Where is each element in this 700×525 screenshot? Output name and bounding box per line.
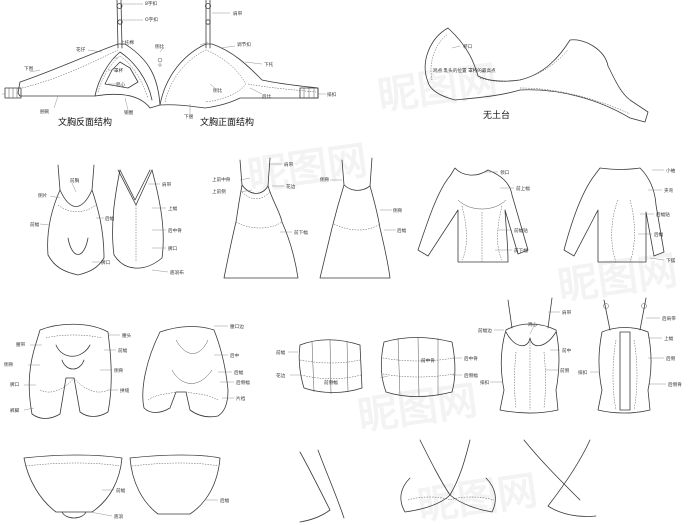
label-cincher-top: 前幅 [276,349,286,356]
label-side-support: 侧比 [213,87,223,94]
watermark: 昵图网 [555,248,680,310]
label-bodysuit-crotch-b: 脾口 [168,245,178,252]
waist-cincher-diagram: 前幅 花边 前侧幅 前中骨 后中骨 后侧幅 [276,336,478,398]
label-slip-lower-front: 前下幅 [294,229,308,236]
label-bodysuit-back-center: 后中骨 [168,227,182,234]
label-shorts-bottom: 脾口 [10,381,20,388]
label-bodysuit-back: 后幅 [105,215,115,222]
label-cincher-side-piece: 后中骨 [464,355,478,362]
label-brief-front: 前幅 [116,487,126,494]
label-corset-strap: 肩带 [562,309,572,316]
label-shorts-side-seam: 侧骨 [4,361,14,368]
label-upper-cup: 上托棉 [120,39,134,46]
partial-bra-sketches [299,439,597,523]
label-bodysuit-strap: 肩带 [162,181,172,188]
label-shorts-waistband: 腰带 [16,342,26,348]
label-top-back-side: 后幅贴 [656,211,670,218]
shaping-shorts-diagram: 腰头 前幅 侧骨 拼缝 腰带 侧骨 脾口 裤脚 腰口边 后中 后幅 后侧幅 片裆 [4,323,250,419]
label-cincher-back-piece: 后侧幅 [464,372,478,379]
watermark: 昵图网 [355,378,480,440]
label-bodysuit-gusset: 底浪布 [170,269,184,276]
label-underwire: 钢圈 [124,109,134,116]
label-cincher-side: 前侧幅 [324,379,338,386]
label-bodysuit-neck: 前胸 [70,177,80,184]
label-corset-back-upper: 上幅 [664,335,674,342]
caption-no-gore: 无土台 [483,109,510,121]
label-top-neck: 领口 [500,169,510,176]
label-corset-back-side: 后侧 [666,355,676,362]
label-corset-front: 前侧 [560,367,570,374]
longsleeve-top-diagram: 领口 前上幅 前幅贴 前下幅 小袖 夹弯 后幅贴 后幅 下摆 [417,167,676,264]
label-shorts-front: 前幅 [118,347,128,354]
watermark-layer: 昵图网 昵图网 昵图网 昵图网 昵图网 [245,58,680,525]
label-shorts-cuff: 裤脚 [10,407,20,414]
label-strap: 肩带 [233,10,243,17]
label-corset-side: 前中 [562,347,572,354]
label-slip-back: 后幅 [397,227,407,234]
label-slip-back-side: 侧骨 [393,207,403,214]
watermark: 昵图网 [375,58,500,120]
label-shorts-stitch: 拼缝 [120,387,130,394]
label-no-gore-cup-edge: 杯口 [463,43,473,50]
label-bodysuit-crotch: 脾口 [101,259,111,266]
label-eye-tape: 排扣 [327,91,337,98]
label-top-lower-back: 后幅 [654,231,664,238]
label-slip-upper-side: 上前侧 [212,188,226,195]
label-corset-cup-upper: 前幅边 [478,327,492,334]
label-top-hem: 下摆 [666,257,676,264]
label-top-lower-front: 前下幅 [514,247,528,254]
label-slip-upper-center: 上前中骨 [212,176,231,183]
label-ring8: 8字扣 [145,0,158,7]
label-shorts-side: 侧骨 [114,367,124,374]
label-cincher-lace: 花边 [276,372,286,379]
label-corset-hook: 排扣 [480,379,490,386]
bodysuit-diagram: 前胸 肩带 侧片 前幅 后幅 上幅 后中骨 脾口 脾口 底浪布 [30,164,184,276]
label-back-wing: 后比 [262,93,272,100]
label-side-wing: 侧比 [155,43,165,50]
label-bottom-band: 下围 [24,66,34,72]
label-brief-crotch: 底浪 [114,513,124,520]
no-gore-bra-diagram: 杯口 鸡点 乳头的位置 罩杯的最高点 无土台 [424,27,649,123]
label-top-sleeve: 小袖 [666,167,676,174]
watermark: 昵图网 [415,468,540,525]
label-corset-back-center: 后侧骨 [668,381,682,388]
slip-diagram: 肩带 上前中骨 上前侧 花边 侧骨 侧骨 后幅 前下幅 [212,157,407,279]
briefs-diagram: 前幅 底浪 后幅 [23,454,230,520]
label-top-shoulder: 夹弯 [664,187,674,194]
label-brief-back: 后幅 [220,497,230,504]
label-bottom-elastic: 下捆 [184,113,194,120]
caption-bra-back: 文胸反面结构 [58,116,112,128]
label-corset-back-hook: 排扣 [578,369,588,376]
label-top-front-cup: 前幅贴 [514,227,528,234]
label-cup: 罩杯 [114,67,124,74]
label-no-gore-note: 鸡点 乳头的位置 罩杯的最高点 [433,67,496,74]
label-corset-back-strap: 后肩带 [662,315,676,322]
label-bodysuit-upper-back: 上幅 [168,205,178,212]
label-cincher-center: 前中骨 [421,357,435,364]
label-seam-tape: 捆碗 [40,108,50,115]
label-shorts-back-side: 后侧幅 [236,379,250,386]
bra-structure-diagram: 8字扣 O字扣 肩带 花仔 下围 上托棉 罩杯 鸡心 侧比 调节扣 下托 侧比 … [2,0,337,128]
label-bodysuit-side: 侧片 [38,192,48,199]
caption-bra-front: 文胸正面结构 [200,116,254,128]
label-lower-cup: 下托 [264,61,274,68]
label-slip-side: 侧骨 [320,176,330,183]
label-shorts-waist-back: 腰口边 [230,323,244,330]
label-shorts-back: 后幅 [234,369,244,376]
label-center-gore: 鸡心 [116,81,126,88]
label-slip-lace: 花边 [286,183,296,190]
label-corset-center: 鸡心 [528,321,538,328]
label-bow: 花仔 [76,46,86,53]
label-ring0: O字扣 [145,16,158,23]
label-adjuster: 调节扣 [237,41,251,48]
label-shorts-waist: 腰头 [122,332,132,339]
label-shorts-leg-open: 片裆 [236,395,246,402]
label-shorts-back-center: 后中 [230,352,240,359]
label-slip-strap: 肩带 [284,161,294,168]
corset-diagram: 肩带 前幅边 鸡心 前中 前侧 排扣 后肩带 上幅 后侧 后侧骨 排扣 [478,297,682,414]
label-bodysuit-front: 前幅 [30,221,40,228]
label-top-upper-front: 前上幅 [516,185,530,192]
